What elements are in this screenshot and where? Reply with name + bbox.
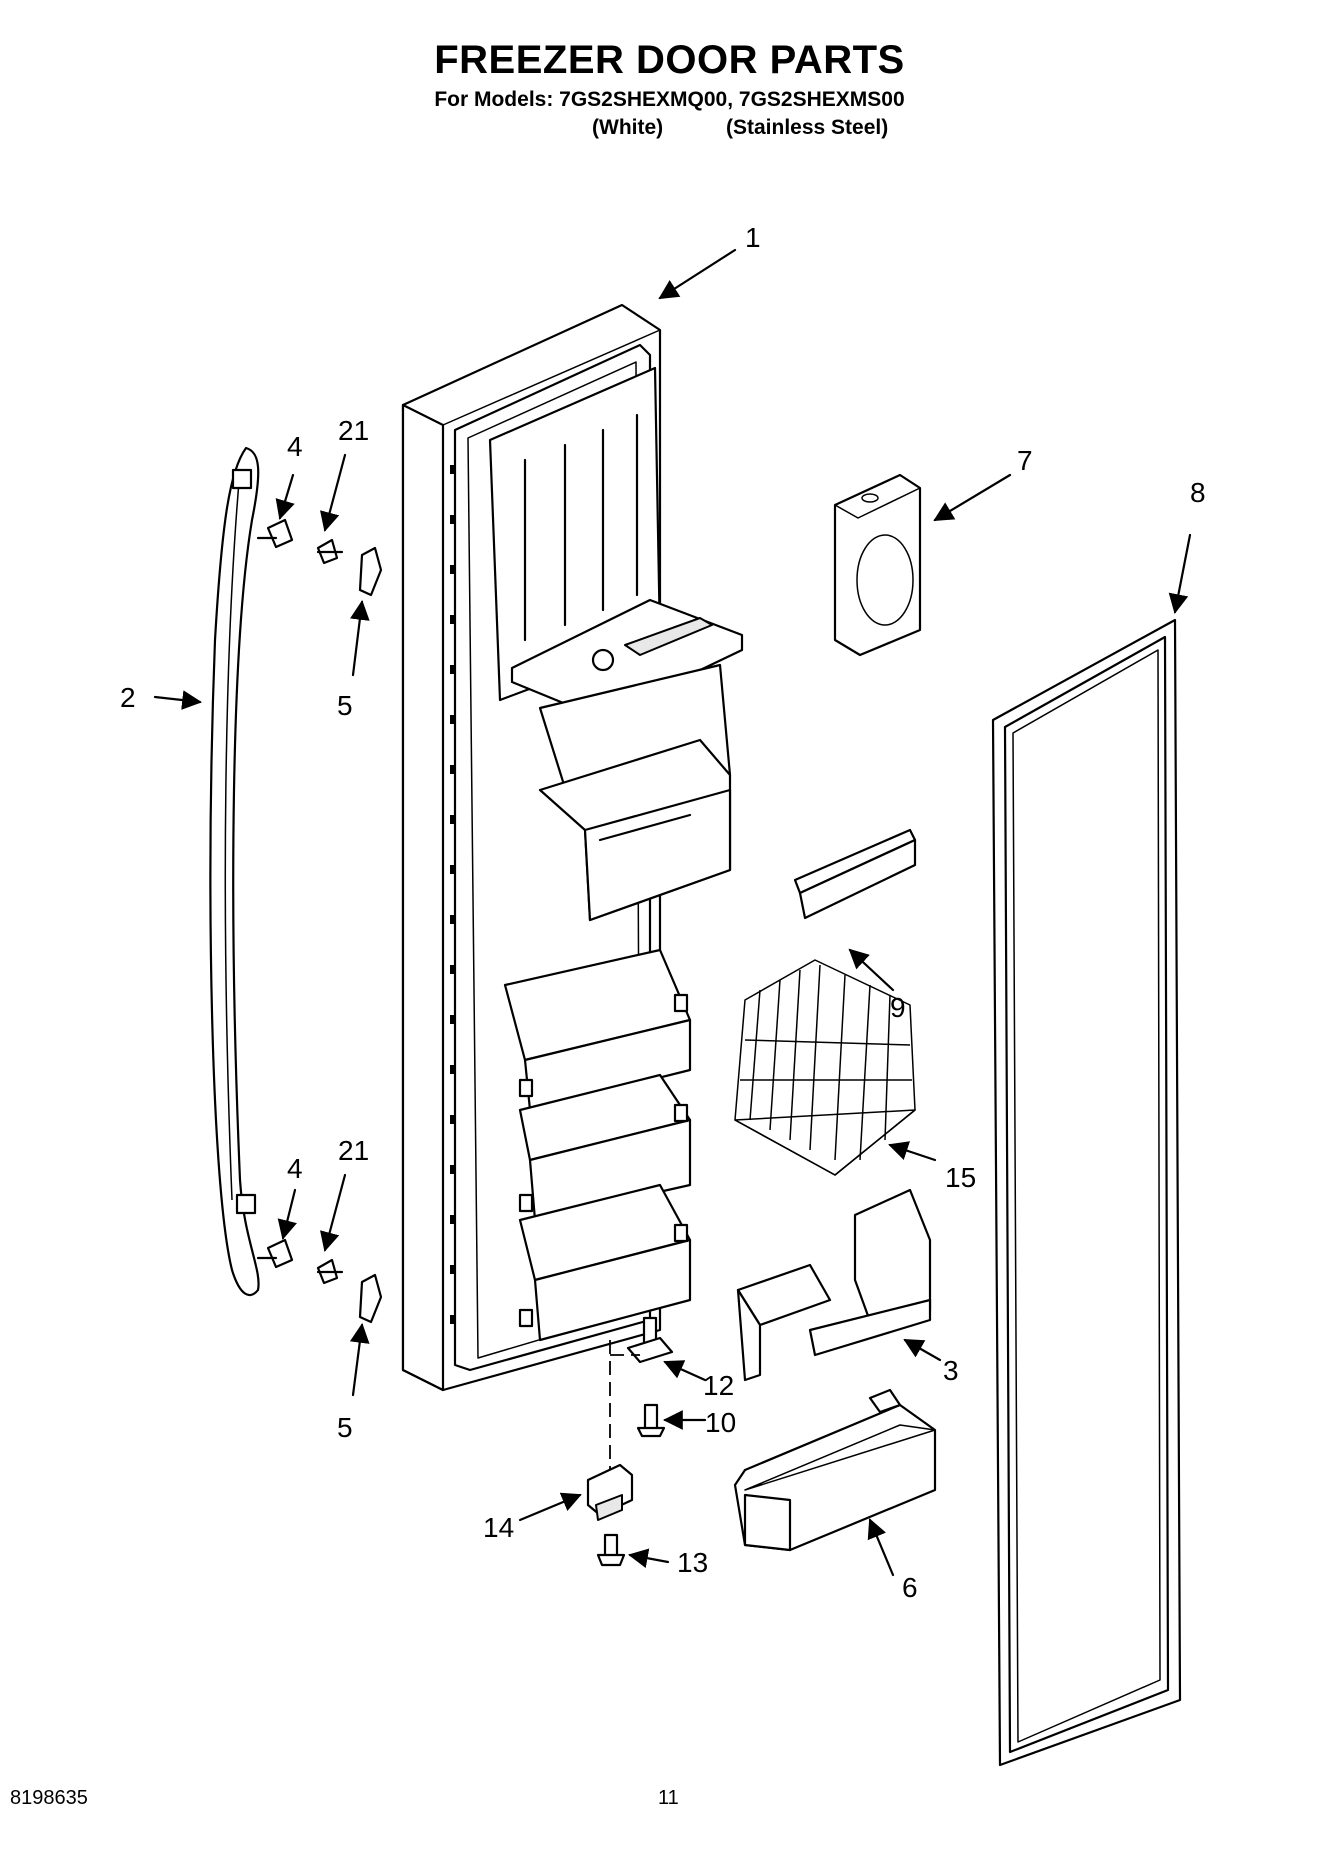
hinge-pin-part	[626, 1316, 674, 1364]
door-edge-hole	[450, 1165, 455, 1174]
handle-screw-top-part	[256, 518, 294, 549]
callout-14: 14	[483, 1512, 514, 1543]
wire-basket-part	[734, 959, 916, 1176]
models-line: For Models: 7GS2SHEXMQ00, 7GS2SHEXMS00	[434, 88, 905, 111]
variant-white: (White)	[592, 116, 664, 139]
door-bin-part	[733, 1388, 937, 1552]
clip-top-part	[358, 546, 383, 597]
callout-8: 8	[1190, 477, 1206, 508]
clip-bottom-part	[358, 1273, 383, 1324]
door-gasket-part	[991, 618, 1182, 1767]
door-edge-hole	[450, 815, 455, 824]
door-edge-hole	[450, 565, 455, 574]
leader-lines	[153, 248, 1192, 1577]
filter-cover-part	[833, 473, 922, 657]
hinge-plate-part	[586, 1463, 634, 1521]
doc-number: 8198635	[10, 1787, 88, 1809]
door-edge-hole	[450, 765, 455, 774]
callout-5-top: 5	[337, 690, 353, 721]
callout-6: 6	[902, 1572, 918, 1603]
door-edge-hole	[450, 1315, 455, 1324]
callout-3: 3	[943, 1355, 959, 1386]
door-edge-hole	[450, 615, 455, 624]
callout-10: 10	[705, 1407, 736, 1438]
hinge-screw-10-part	[636, 1403, 666, 1438]
bracket-part	[736, 1188, 932, 1382]
door-panel-part	[401, 303, 744, 1392]
callout-4-bottom: 4	[287, 1153, 303, 1184]
door-edge-hole	[450, 1115, 455, 1124]
callout-5-bottom: 5	[337, 1412, 353, 1443]
door-edge-hole	[450, 715, 455, 724]
door-edge-hole	[450, 515, 455, 524]
door-edge-hole	[450, 665, 455, 674]
door-edge-hole	[450, 1215, 455, 1224]
variant-stainless: (Stainless Steel)	[726, 116, 889, 139]
door-edge-hole	[450, 465, 455, 474]
callout-9: 9	[890, 992, 906, 1023]
door-edge-hole	[450, 1265, 455, 1274]
door-edge-hole	[450, 1015, 455, 1024]
door-edge-hole	[450, 915, 455, 924]
callout-1: 1	[745, 222, 761, 253]
stud-bottom-part	[316, 1258, 344, 1285]
trim-strip-part	[793, 828, 917, 920]
callout-13: 13	[677, 1547, 708, 1578]
callout-2: 2	[120, 682, 136, 713]
door-edge-hole	[450, 1065, 455, 1074]
callout-7: 7	[1017, 445, 1033, 476]
callout-21-bottom: 21	[338, 1135, 369, 1166]
door-handle-part	[209, 446, 260, 1297]
callout-15: 15	[945, 1162, 976, 1193]
hinge-screw-13-part	[596, 1533, 626, 1567]
door-edge-hole	[450, 865, 455, 874]
page-title: FREEZER DOOR PARTS	[434, 38, 905, 82]
stud-top-part	[316, 538, 344, 565]
callout-12: 12	[703, 1370, 734, 1401]
door-edge-hole	[450, 965, 455, 974]
handle-screw-bottom-part	[256, 1238, 294, 1269]
callout-4-top: 4	[287, 431, 303, 462]
callout-21-top: 21	[338, 415, 369, 446]
page-number: 11	[658, 1787, 679, 1809]
